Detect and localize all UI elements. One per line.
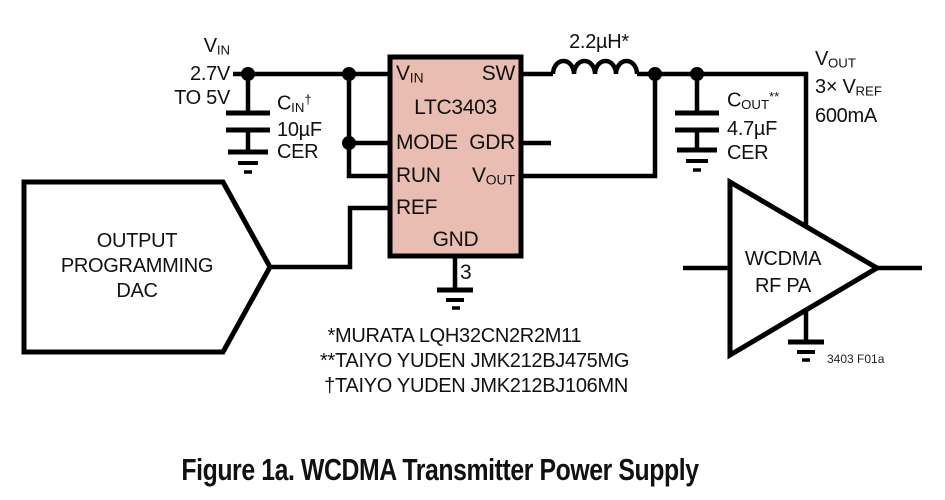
cin-symbol: C: [277, 92, 292, 115]
vout-ratio-prefix: 3× V: [815, 76, 856, 99]
chip-pin-ref: REF: [396, 196, 438, 219]
vout-label: VOUT 3× VREF 600mA: [815, 47, 882, 128]
wire-output-rail: [637, 71, 809, 226]
vin-subscript: IN: [216, 42, 230, 58]
junction-dot: [648, 67, 662, 81]
cin-value: 10µF: [277, 118, 322, 141]
chip-pin-vin-main: V: [396, 62, 410, 85]
vin-source-label: VIN 2.7V TO 5V: [174, 34, 230, 110]
note-text: TAIYO YUDEN JMK212BJ106MN: [335, 375, 628, 397]
cout-label: COUT** 4.7µF CER: [727, 85, 779, 165]
vout-subscript: OUT: [828, 55, 856, 71]
vout-ratio-subscript: REF: [855, 83, 882, 99]
wire-mode-run-tie: [346, 74, 391, 179]
dac-label: OUTPUT PROGRAMMING DAC: [24, 229, 250, 304]
note-line: **TAIYO YUDEN JMK212BJ475MG: [307, 349, 629, 374]
cout-name: COUT**: [727, 85, 779, 117]
junction-dot: [690, 67, 704, 81]
pa-label-line1: WCDMA: [744, 248, 822, 270]
ground-symbol-chip: [437, 287, 473, 310]
note-marker: *: [327, 325, 336, 347]
junction-dot: [342, 136, 356, 150]
wire-vout-feedback: [520, 74, 658, 179]
chip-body: [387, 54, 524, 259]
figure-caption: Figure 1a. WCDMA Transmitter Power Suppl…: [181, 452, 699, 487]
chip-pin-run: RUN: [396, 164, 441, 187]
chip-pin-gdr: GDR: [469, 131, 515, 154]
chip-pin-vout-main: V: [472, 164, 486, 187]
chip-pin-vout: VOUT: [388, 165, 515, 190]
cout-symbol: C: [727, 89, 742, 112]
chip-pin-sw: SW: [481, 62, 516, 85]
ground-symbol-pa: [788, 339, 824, 362]
pa-label: WCDMA RF PA: [723, 246, 843, 300]
note-text: MURATA LQH32CN2R2M11: [335, 325, 582, 347]
cin-label: CIN† 10µF CER: [277, 89, 322, 163]
junction-dot: [342, 67, 356, 81]
inductor-label: 2.2µH*: [569, 31, 629, 53]
cin-name: CIN†: [277, 89, 322, 119]
vin-symbol: V: [203, 35, 217, 57]
vout-ratio: 3× VREF: [815, 75, 882, 103]
cout-subscript: OUT: [741, 96, 769, 112]
chip-part-number: LTC3403: [414, 96, 497, 119]
dac-label-line1: OUTPUT: [96, 230, 178, 252]
component-notes: *MURATA LQH32CN2R2M11 **TAIYO YUDEN JMK2…: [307, 324, 629, 399]
chip-pin-vout-sub: OUT: [485, 171, 515, 188]
ground-symbol-cin: [228, 149, 268, 174]
junction-dot: [241, 67, 255, 81]
vout-current: 600mA: [815, 104, 877, 127]
chip-pin-vin: VIN: [396, 63, 424, 88]
cout-dielectric: CER: [727, 141, 769, 164]
vout-symbol: V: [815, 48, 829, 70]
note-line: *MURATA LQH32CN2R2M11: [307, 324, 629, 349]
dac-label-line3: DAC: [116, 280, 158, 302]
vin-range-max: TO 5V: [174, 87, 230, 110]
wire-ref-from-dac: [272, 205, 391, 270]
chip-pin-vin-sub: IN: [409, 69, 424, 86]
cin-subscript: IN: [291, 99, 305, 115]
chip-gnd-pin-number: 3: [460, 261, 472, 284]
capacitor-cout-symbol: [675, 74, 719, 150]
figure-code: 3403 F01a: [827, 352, 885, 366]
ground-symbol-cout: [677, 147, 717, 172]
capacitor-cin-symbol: [226, 74, 270, 152]
junction-dots: [241, 67, 704, 150]
chip-pin-gnd: GND: [432, 228, 479, 251]
vout-name: VOUT: [815, 47, 882, 75]
vin-range-min: 2.7V: [190, 63, 230, 86]
note-marker: **: [320, 350, 335, 372]
cin-note-marker: †: [304, 92, 312, 107]
pa-label-line2: RF PA: [755, 275, 811, 297]
vin-label-line1: VIN: [174, 34, 230, 62]
chip-pin-mode: MODE: [396, 131, 458, 154]
note-line: †TAIYO YUDEN JMK212BJ106MN: [307, 374, 629, 399]
cin-dielectric: CER: [277, 140, 319, 163]
cout-note-marker: **: [769, 89, 780, 104]
inductor-symbol: [550, 58, 640, 75]
dac-block-shape: [21, 179, 273, 355]
note-marker: †: [324, 375, 335, 397]
note-text: TAIYO YUDEN JMK212BJ475MG: [335, 350, 630, 372]
dac-label-line2: PROGRAMMING: [60, 255, 214, 277]
cout-value: 4.7µF: [727, 117, 778, 140]
